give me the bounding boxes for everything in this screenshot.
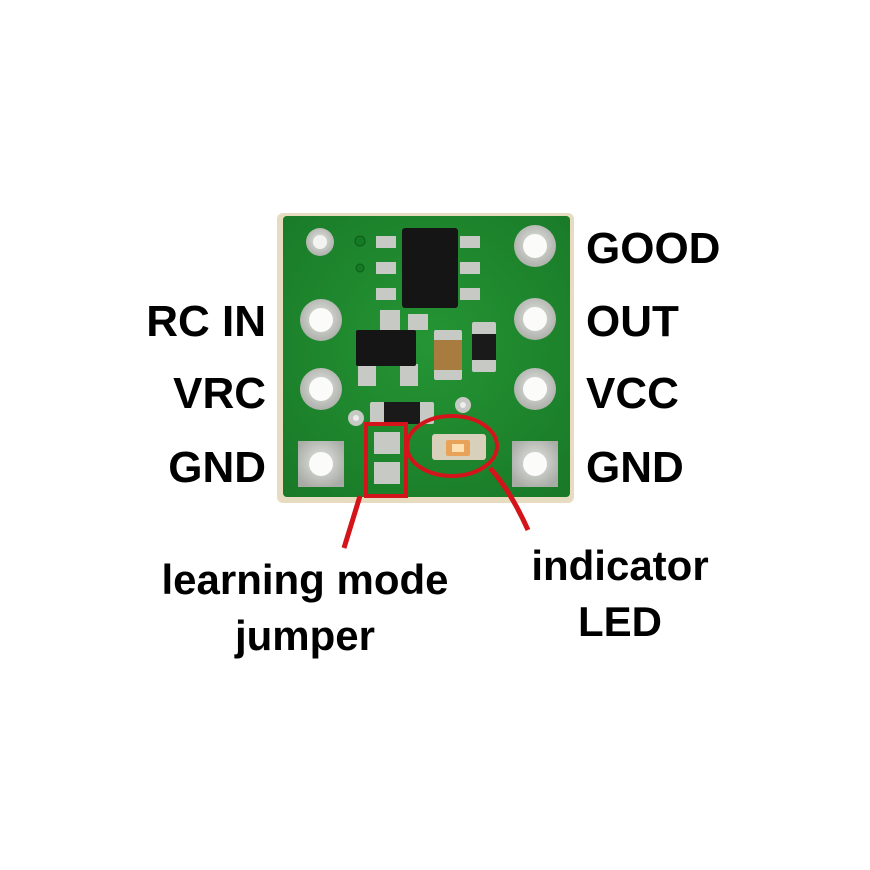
right-pin-out bbox=[514, 298, 556, 340]
right-pin-good bbox=[514, 225, 556, 267]
jumper-callout-line2: jumper bbox=[234, 612, 376, 659]
microcontroller-chip bbox=[376, 228, 480, 308]
tantalum-capacitor bbox=[434, 330, 462, 380]
led-highlight-ellipse bbox=[405, 414, 499, 478]
jumper-callout-line1: learning mode bbox=[161, 556, 449, 603]
capacitor bbox=[472, 322, 496, 372]
pin-label-vcc: VCC bbox=[586, 369, 679, 418]
led-callout-line1: indicator bbox=[531, 542, 709, 589]
pin-label-out: OUT bbox=[586, 297, 679, 346]
pin-label-rc-in: RC IN bbox=[146, 297, 266, 346]
led-callout: indicator LED bbox=[500, 538, 740, 650]
jumper-pointer-line bbox=[341, 495, 363, 549]
left-pin-gnd bbox=[298, 441, 344, 487]
right-pin-gnd bbox=[512, 441, 558, 487]
indicator-led bbox=[432, 434, 486, 460]
jumper-callout: learning mode jumper bbox=[120, 552, 490, 664]
transistor bbox=[356, 310, 418, 386]
led-pointer-line bbox=[488, 466, 531, 532]
pin-label-vrc: VRC bbox=[173, 369, 266, 418]
pin-label-gnd-right: GND bbox=[586, 443, 684, 492]
pin-label-good: GOOD bbox=[586, 224, 721, 273]
left-pin-rc-in bbox=[300, 299, 342, 341]
right-pin-vcc bbox=[514, 368, 556, 410]
left-pin-vrc bbox=[300, 368, 342, 410]
pin-label-gnd-left: GND bbox=[168, 443, 266, 492]
jumper-highlight-box bbox=[364, 422, 408, 498]
led-callout-line2: LED bbox=[578, 598, 662, 645]
resistor bbox=[370, 402, 434, 424]
jumper-pads bbox=[374, 432, 400, 484]
